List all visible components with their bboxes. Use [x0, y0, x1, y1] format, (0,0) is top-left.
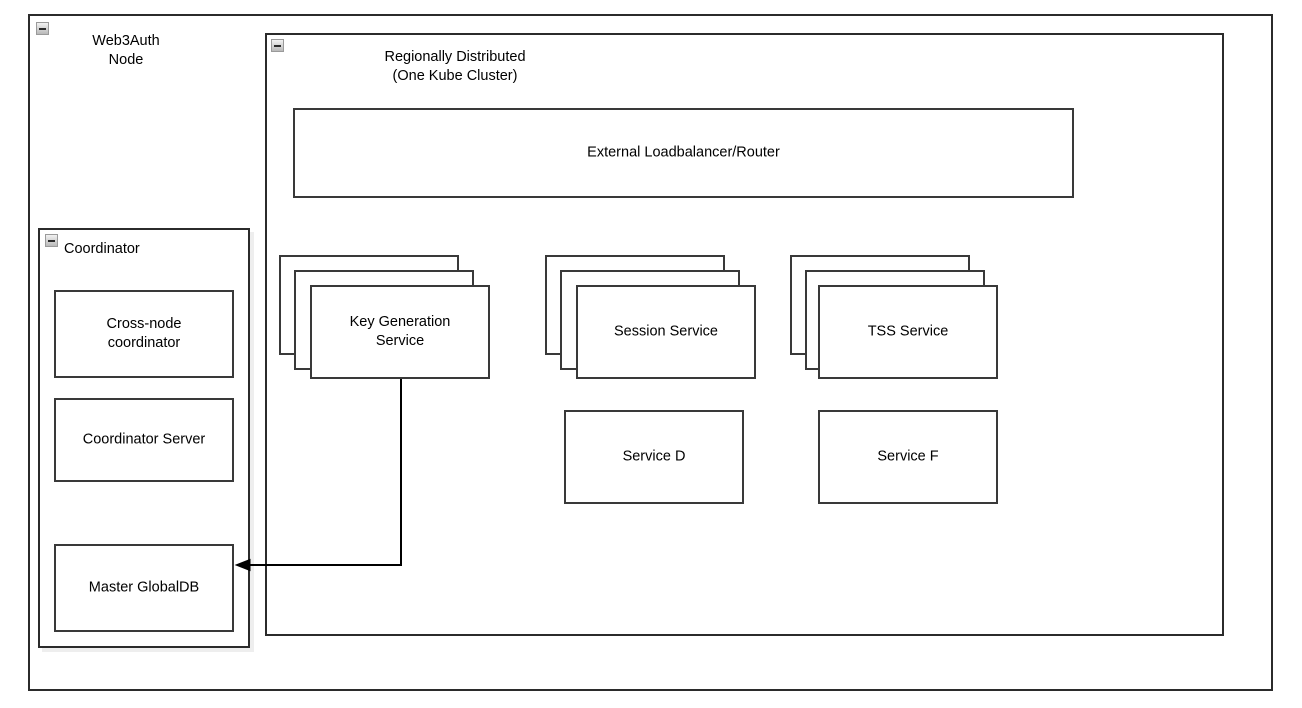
box-service-f[interactable]: Service F	[818, 410, 998, 504]
label-master-globaldb: Master GlobalDB	[88, 579, 200, 596]
box-service-d[interactable]: Service D	[564, 410, 744, 504]
label-session-service: Session Service	[614, 323, 718, 340]
minus-glyph	[274, 44, 281, 47]
label-coordinator-server: Coordinator Server	[82, 431, 206, 448]
box-session-service[interactable]: Session Service	[576, 285, 756, 379]
box-tss-service[interactable]: TSS Service	[818, 285, 998, 379]
label-service-f: Service F	[877, 448, 939, 465]
label-service-d: Service D	[622, 448, 686, 465]
collapse-minus-icon-regionally-distributed[interactable]	[271, 39, 284, 52]
box-cross-node-coordinator[interactable]: Cross-node coordinator	[54, 290, 234, 378]
collapse-minus-icon-web3auth-node[interactable]	[36, 22, 49, 35]
label-regionally-distributed: Regionally Distributed (One Kube Cluster…	[384, 49, 526, 84]
label-coordinator: Coordinator	[64, 241, 140, 257]
box-external-loadbalancer-router[interactable]: External Loadbalancer/Router	[293, 108, 1074, 198]
label-web3auth-node: Web3Auth Node	[92, 33, 160, 68]
box-coordinator-server[interactable]: Coordinator Server	[54, 398, 234, 482]
minus-glyph	[39, 27, 46, 30]
box-key-generation-service[interactable]: Key Generation Service	[310, 285, 490, 379]
minus-glyph	[48, 239, 55, 242]
collapse-minus-icon-coordinator[interactable]	[45, 234, 58, 247]
label-key-generation-service: Key Generation Service	[349, 314, 451, 349]
label-external-loadbalancer-router: External Loadbalancer/Router	[587, 144, 780, 161]
box-master-globaldb[interactable]: Master GlobalDB	[54, 544, 234, 632]
label-cross-node-coordinator: Cross-node coordinator	[106, 316, 182, 351]
label-tss-service: TSS Service	[867, 323, 949, 340]
